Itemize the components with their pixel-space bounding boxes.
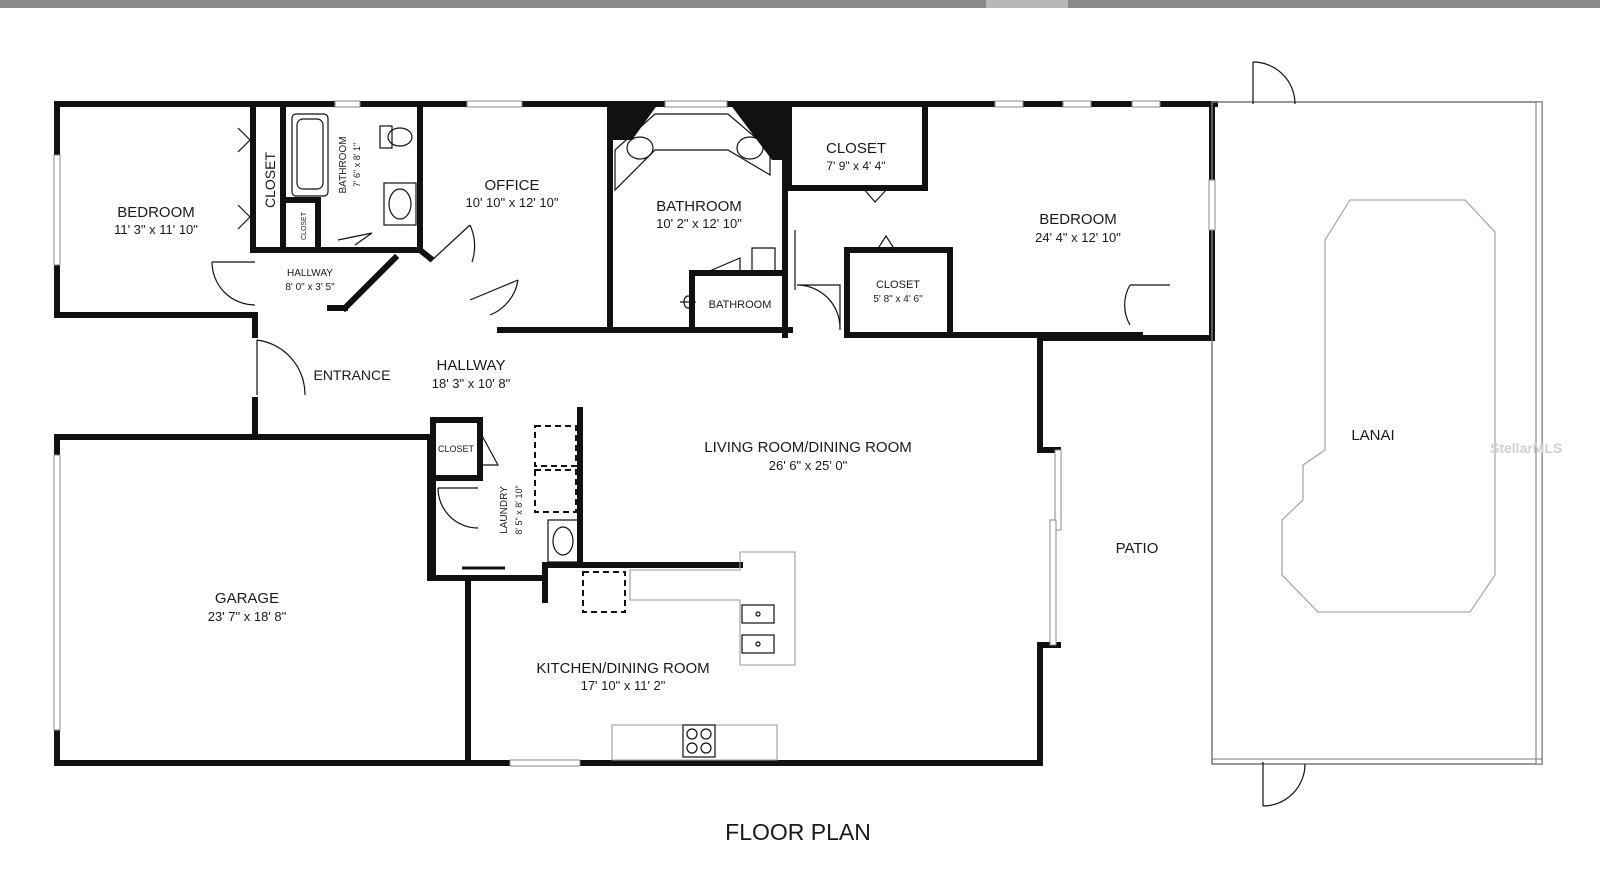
bath-small-size: 7' 6" x 8' 1" — [352, 143, 362, 187]
lanai-pool-outline — [1281, 199, 1496, 613]
closet-mid-name: CLOSET — [876, 279, 920, 291]
top-bar-handle — [986, 0, 1068, 8]
bedroom-left-name: BEDROOM — [117, 204, 195, 221]
garage-size: 23' 7" x 18' 8" — [208, 609, 287, 624]
laundry-name: LAUNDRY — [499, 486, 510, 534]
living-name: LIVING ROOM/DINING ROOM — [704, 439, 912, 456]
closet-top-name: CLOSET — [826, 140, 886, 157]
bath-half-name: BATHROOM — [709, 299, 772, 311]
plan-title: FLOOR PLAN — [725, 819, 871, 845]
bedroom-left-size: 11' 3" x 11' 10" — [114, 222, 198, 237]
bath-main-size: 10' 2" x 12' 10" — [656, 216, 742, 231]
lanai-enclosure — [1211, 101, 1543, 765]
hallway-small-size: 8' 0" x 3' 5" — [285, 282, 335, 293]
closet-top-size: 7' 9" x 4' 4" — [826, 159, 885, 173]
hallway-main-size: 18' 3" x 10' 8" — [432, 376, 511, 391]
closet-laundry-name: CLOSET — [438, 444, 475, 454]
hallway-small-name: HALLWAY — [287, 268, 333, 279]
lanai-name: LANAI — [1351, 427, 1394, 444]
interior-walls — [250, 101, 1143, 766]
bath-small-name: BATHROOM — [338, 136, 349, 193]
windows — [53, 100, 1216, 767]
room-labels: BEDROOM 11' 3" x 11' 10" CLOSET BATHROOM… — [114, 136, 1395, 693]
hallway-main-name: HALLWAY — [437, 357, 506, 374]
entrance-name: ENTRANCE — [313, 367, 390, 383]
office-size: 10' 10" x 12' 10" — [466, 195, 559, 210]
watermark: StellarMLS — [1490, 440, 1562, 456]
kitchen-size: 17' 10" x 11' 2" — [581, 678, 666, 693]
office-name: OFFICE — [485, 177, 540, 194]
garage-name: GARAGE — [215, 590, 279, 607]
bath-main-name: BATHROOM — [656, 198, 742, 215]
closet-small-name: CLOSET — [301, 211, 308, 240]
laundry-size: 8' 5" x 8' 10" — [514, 485, 524, 534]
living-size: 26' 6" x 25' 0" — [769, 458, 848, 473]
doors — [211, 61, 1306, 807]
patio-name: PATIO — [1116, 540, 1159, 557]
closet-left-name: CLOSET — [262, 152, 278, 208]
bedroom-right-name: BEDROOM — [1039, 211, 1117, 228]
fixtures — [291, 113, 796, 761]
kitchen-name: KITCHEN/DINING ROOM — [536, 660, 709, 677]
top-bar — [0, 0, 1600, 8]
bedroom-right-size: 24' 4" x 12' 10" — [1035, 230, 1121, 245]
closet-mid-size: 5' 8" x 4' 6" — [873, 294, 923, 305]
